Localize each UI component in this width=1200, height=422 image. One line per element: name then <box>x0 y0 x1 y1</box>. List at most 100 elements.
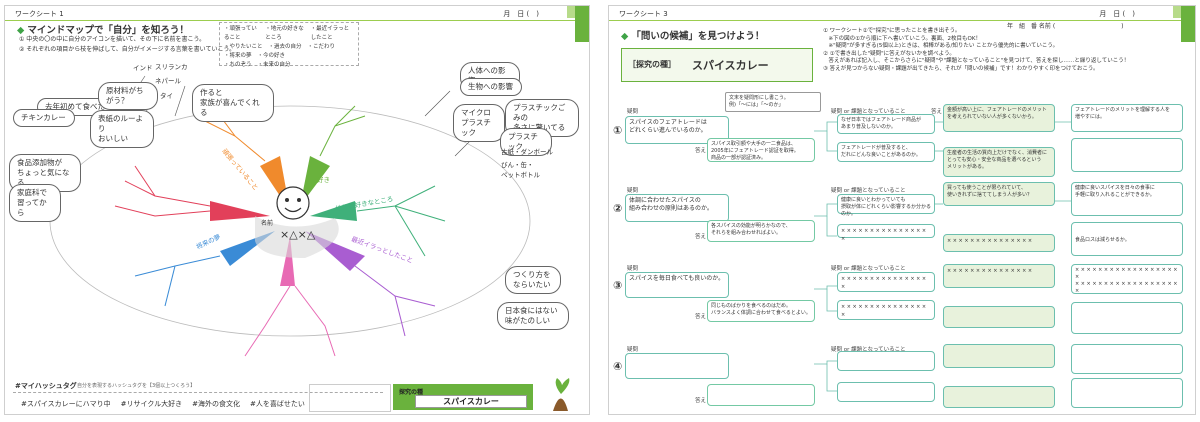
instruction-line: 答えがあれば記入し、そこからさらに"疑問"や"課題となっていること"を見つけて、… <box>823 58 1130 65</box>
answer-box[interactable] <box>707 384 815 406</box>
bubble: 原材料がちがう？ <box>98 82 158 110</box>
issue-label: 疑問 or 課題となっていること <box>831 347 906 353</box>
bubble: マイクロ プラスチック <box>453 104 505 142</box>
hashtag: #リサイクル大好き <box>120 400 183 408</box>
instruction-line: ② ①で書き出した"疑問"に答えがないかを調べよう。 <box>823 50 955 57</box>
issue-box[interactable] <box>837 351 935 371</box>
legend-item: ・こだわり <box>307 44 336 50</box>
bubble: 生物への影響 <box>460 78 522 96</box>
worksheet-1: ワークシート 1 月 日 ( ) ◆マインドマップで「自分」を知ろう！ ① 中央… <box>4 5 590 415</box>
candidate-box[interactable]: 食品ロスは減らせるか。 <box>1071 222 1183 256</box>
instruction-line: ① ワークシート②で"探究"に思ったことを書き出そう。 <box>823 28 961 34</box>
hashtag-title: #マイハッシュタグ <box>15 382 77 390</box>
hashtag-divider <box>13 392 383 393</box>
answer-box[interactable]: 買っても使うことが限られていて、 使いきれずに捨ててしまう人が多い？ <box>943 182 1055 206</box>
seed-text: スパイスカレー <box>692 59 769 72</box>
answer-label: 答え <box>695 398 707 404</box>
issue-box[interactable]: × × × × × × × × × × × × × × × × <box>837 300 935 320</box>
answer-label: 答え <box>695 314 707 320</box>
answer-box[interactable] <box>943 344 1055 368</box>
legend-item: ・頑張っていること <box>224 26 257 41</box>
hashtag: #人を喜ばせたい <box>250 400 305 408</box>
worksheet-3: ワークシート 3 月 日 ( ) 年 組 番 名前 ( ) ◆「問いの候補」を見… <box>608 5 1196 415</box>
hashtag-list: #スパイスカレーにハマり中 #リサイクル大好き #海外の食文化 #人を喜ばせたい <box>21 399 305 409</box>
bubble: 家庭科で 習ってから <box>9 184 61 222</box>
answer-box[interactable] <box>943 306 1055 328</box>
seed-text: スパイスカレー <box>415 395 527 408</box>
legend-item: ・最近イラっとしたこと <box>310 26 350 41</box>
legend-item: ・ちのぞう <box>224 62 252 68</box>
issue-box[interactable]: フェアトレードが普及すると、 だれにどんな良いことがあるのか。 <box>837 142 935 162</box>
answer-box[interactable] <box>943 386 1055 408</box>
candidate-box-empty[interactable] <box>1071 302 1183 334</box>
candidate-box[interactable]: フェアトレードのメリットを理解する人を 増やすには。 <box>1071 104 1183 132</box>
issue-box[interactable]: 健康に良いとわかっていても 摂取が体にどれくらい影響するか分かるのか。 <box>837 194 935 217</box>
word-nepal: ネパール <box>155 77 181 85</box>
seed-box: ［探究の種］ スパイスカレー <box>621 48 813 82</box>
question-box[interactable] <box>625 353 729 379</box>
legend-item: ・将来の夢 <box>224 53 252 59</box>
row-number: ④ <box>613 360 623 373</box>
answer-box[interactable]: 同じものばかりを食べるのはだめ。 バランスよく体調に合わせて食べるとよい。 <box>707 300 815 322</box>
candidate-box[interactable]: × × × × × × × × × × × × × × × × × × × × … <box>1071 264 1183 294</box>
instructions: ① ワークシート②で"探究"に思ったことを書き出そう。 ※下の図の①から順に下へ… <box>823 28 1183 74</box>
issue-box[interactable] <box>837 382 935 402</box>
question-label: 疑問 <box>627 266 639 272</box>
bubble: プラスチック <box>500 128 552 156</box>
corner-decoration <box>575 6 589 42</box>
answer-label: 答え <box>695 234 707 240</box>
candidate-box[interactable]: 健康に良いスパイスを日々の食事に 手軽に取り入れることができるか。 <box>1071 182 1183 216</box>
hashtag: #海外の食文化 <box>192 400 241 408</box>
answer-box[interactable]: 金額が高い上に、フェアトレードのメリット を考えられていない人が多くないから。 <box>943 104 1055 132</box>
sheet1-header: ワークシート 1 月 日 ( ) <box>5 6 589 21</box>
issue-label: 疑問 or 課題となっていること <box>831 266 906 272</box>
question-label: 疑問 <box>627 188 639 194</box>
seed-label: 探究の種 <box>399 389 424 396</box>
bubble: 作ると 家族が喜んでくれる <box>192 84 274 122</box>
answer-box[interactable]: 各スパイスの効能が明らかなので、 それらを組み合わせればよい。 <box>707 220 815 242</box>
candidate-box-empty[interactable] <box>1071 138 1183 172</box>
center-cloud <box>255 216 339 258</box>
word-thai: タイ <box>160 92 173 100</box>
bubble: つくり方を ならいたい <box>505 266 561 294</box>
question-box[interactable]: 体調に合わせたスパイスの 組み合わせの原則はあるのか。 <box>625 194 729 222</box>
issue-box[interactable]: × × × × × × × × × × × × × × × × <box>837 224 935 242</box>
sheet2-name-line: 年 組 番 名前 ( ) <box>1007 23 1124 30</box>
mindmap-drawing <box>49 75 531 357</box>
question-label: 疑問 <box>627 109 639 115</box>
sheet2-header: ワークシート 3 月 日 ( ) <box>609 6 1195 21</box>
tips-box <box>309 384 391 412</box>
candidate-box-empty[interactable] <box>1071 378 1183 408</box>
hashtag: #スパイスカレーにハマり中 <box>21 400 111 408</box>
legend-item: ・今の好き <box>257 53 286 59</box>
instruction-line: ※"疑問"が多すぎる(5個以上)ときは、相棒がある/知りたい ことから優先的に書… <box>823 43 1059 50</box>
bubble: 日本食にはない 味がたのしい <box>497 302 569 330</box>
word-paper: 古紙・ダンボール <box>501 148 553 156</box>
center-face <box>276 186 310 220</box>
row-number: ③ <box>613 279 623 292</box>
corner-decoration-light <box>1173 6 1181 18</box>
sheet1-date: 月 日 ( ) <box>503 10 539 18</box>
answer-box[interactable]: × × × × × × × × × × × × × × × <box>943 264 1055 288</box>
legend-item: ・やりたいこと <box>224 44 263 50</box>
answer-box[interactable]: スパイス取引額や大手の一二食品は、 2005年にフェアトレード認証を取得。 商品… <box>707 138 815 162</box>
petal-teal <box>310 201 357 221</box>
answer-box[interactable]: × × × × × × × × × × × × × × × <box>943 234 1055 252</box>
row-number: ① <box>613 124 623 137</box>
word-india: インド <box>133 64 153 72</box>
sheet1-label: ワークシート 1 <box>15 10 64 18</box>
hint-box: 文末を疑問形にし書こう。 例)「〜には」「〜のか」 <box>725 92 821 112</box>
question-box[interactable]: スパイスを毎日食べても良いのか。 <box>625 272 729 298</box>
word-bottle: びん・缶・ ペットボトル <box>501 161 540 179</box>
issue-box[interactable]: なぜ日本ではフェアトレード商品が あまり普及しないのか。 <box>837 114 935 134</box>
answer-box[interactable]: 生産者の生活の質向上だけでなく、消費者に とっても安心・安全な商品を選べるという… <box>943 147 1055 177</box>
issue-box[interactable]: × × × × × × × × × × × × × × × × <box>837 272 935 292</box>
hashtag-note: 自分を表現するハッシュタグを【3個以上つくろう】 <box>77 383 196 389</box>
bubble: 表紙のルーより おいしい <box>90 110 154 148</box>
candidate-box[interactable] <box>1071 344 1183 374</box>
legend-item: ・地元の好きなところ <box>265 26 304 41</box>
petal-green <box>300 156 330 206</box>
legend-box: ・頑張っていること・地元の好きなところ・最近イラっとしたこと ・やりたいこと・過… <box>219 22 359 68</box>
instruction-line: ③ 答えが見つからない疑問・課題が出てきたら、それが「問いの候補」です！わかりや… <box>823 65 1099 72</box>
sheet2-label: ワークシート 3 <box>619 10 668 18</box>
